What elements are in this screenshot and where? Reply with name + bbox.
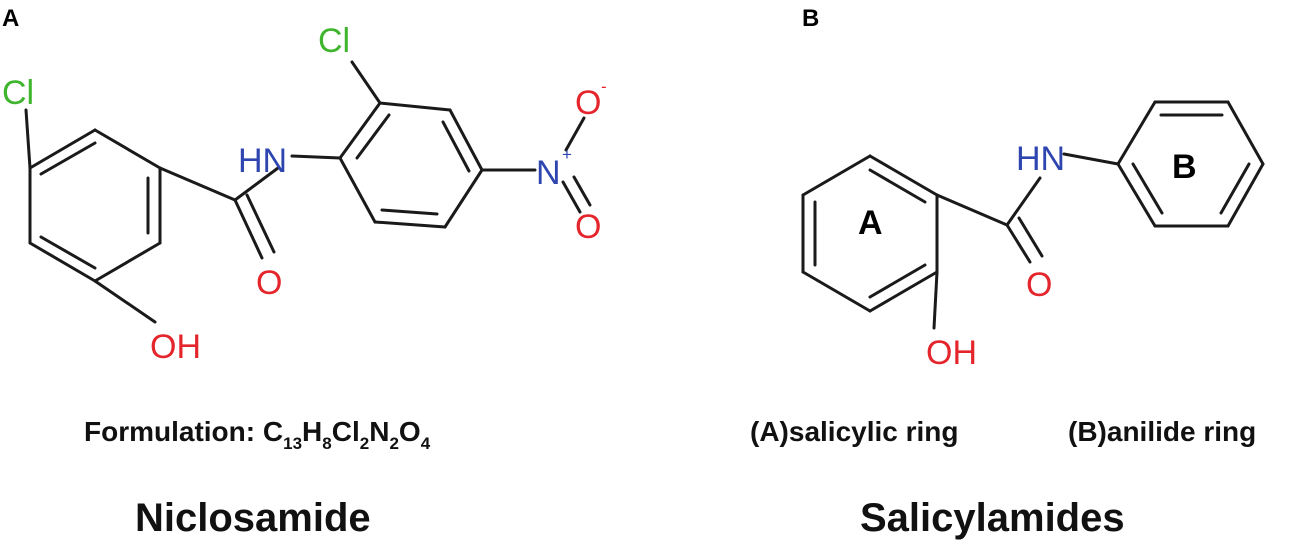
salicylamides-title: Salicylamides (860, 496, 1125, 540)
amide-nh-label: HN (238, 142, 287, 180)
hydroxyl-label: OH (150, 328, 201, 366)
anilide-ring-caption: (B)anilide ring (1068, 416, 1256, 447)
nitro-negative-charge: - (601, 77, 607, 96)
ring-b-label: B (1172, 148, 1197, 186)
nitro-nitrogen-label: N (536, 154, 561, 192)
panel-a-letter: A (2, 5, 19, 32)
niclosamide-structure (24, 60, 592, 324)
nitro-oxygen-double-label: O (575, 208, 601, 246)
chlorine-atom-label: Cl (318, 22, 350, 60)
ring-a-label: A (858, 204, 883, 242)
carbonyl-oxygen-label: O (256, 264, 282, 302)
nitro-positive-charge: + (562, 145, 572, 164)
amide-nh-label: HN (1016, 140, 1065, 178)
niclosamide-title: Niclosamide (135, 496, 371, 540)
molecular-formula: Formulation: C13H8Cl2N2O4 (84, 416, 431, 453)
carbonyl-oxygen-label: O (1026, 266, 1052, 304)
chlorine-atom-label: Cl (2, 74, 34, 112)
salicylamide-structure (801, 100, 1265, 330)
hydroxyl-label: OH (926, 334, 977, 372)
salicylic-ring-caption: (A)salicylic ring (750, 416, 959, 447)
panel-b-letter: B (802, 5, 819, 32)
nitro-oxygen-minus-label: O (575, 84, 601, 122)
